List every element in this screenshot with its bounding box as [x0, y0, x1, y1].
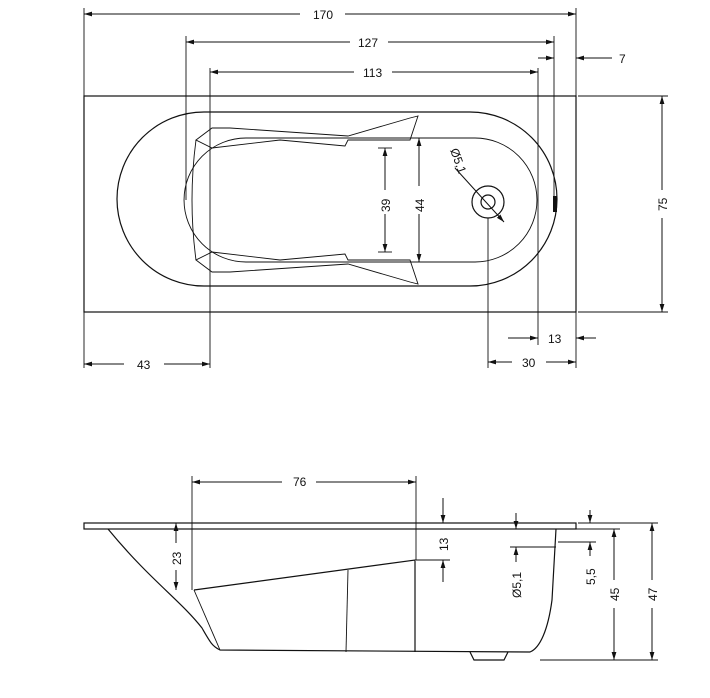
backrest-left-edge	[191, 139, 197, 261]
dim-front-drop: 13	[437, 537, 451, 551]
side-backrest-divider	[345, 569, 349, 653]
dim-backrest-drop: 23	[170, 551, 184, 565]
backrest-upper-panel	[195, 115, 419, 149]
dim-rim-thickness: 5,5	[584, 568, 598, 585]
top-view: Ø5,1 170 127 113 7 75	[83, 8, 670, 372]
tub-inner-outline	[116, 111, 558, 287]
dim-rim-gap-right: 13	[548, 332, 562, 346]
side-tub-body	[107, 528, 557, 653]
drain: Ø5,1	[447, 146, 505, 223]
dim-inner-depth: 45	[608, 587, 622, 601]
dim-bottom-offset-left: 43	[137, 358, 151, 372]
overflow-marker	[553, 196, 557, 212]
dim-bottom-width: 39	[379, 198, 393, 212]
tub-bottom-outline	[183, 137, 538, 263]
dim-overall-width: 75	[656, 197, 670, 211]
side-view: 76 23 13 Ø5,1 5,5 45 47	[83, 475, 660, 661]
side-rim	[83, 522, 577, 530]
side-backrest-edge	[193, 589, 221, 651]
dim-overall-height: 47	[646, 587, 660, 601]
drain-inner-ring	[480, 194, 496, 210]
drain-diameter-label: Ø5,1	[447, 146, 469, 176]
backrest-lower-panel	[195, 251, 419, 285]
dim-bottom-length: 113	[363, 66, 382, 80]
dim-drain-offset-right: 30	[522, 356, 536, 370]
dim-inner-length: 127	[358, 36, 378, 50]
dim-inner-width: 44	[413, 198, 427, 212]
side-bottom-slope	[193, 559, 416, 652]
dim-side-bottom-length: 76	[293, 475, 307, 489]
drain-outer-ring	[471, 185, 505, 219]
dim-overall-length: 170	[313, 8, 333, 22]
dim-side-drain-diameter: Ø5,1	[510, 572, 524, 598]
dim-rim-offset-right: 7	[619, 52, 626, 66]
side-drain	[469, 651, 509, 661]
